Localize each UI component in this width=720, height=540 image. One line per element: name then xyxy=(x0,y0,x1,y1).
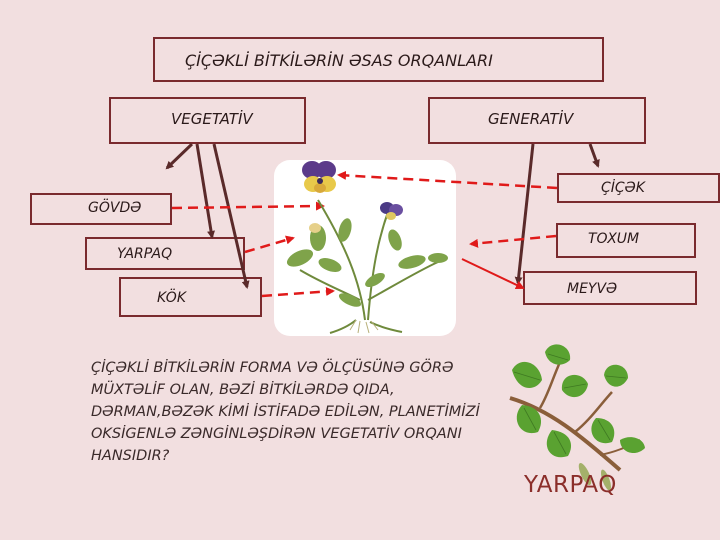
plant-image-panel xyxy=(274,160,456,336)
arrow-veg-to-stem xyxy=(165,142,194,170)
organ-label-root: KÖK xyxy=(157,290,187,306)
organ-label-fruit: MEYVƏ xyxy=(567,281,618,297)
arrow-seed-to-plant xyxy=(469,234,557,248)
arrow-root-to-plant xyxy=(261,287,335,298)
question-text: ÇİÇƏKLİ BİTKİLƏRİN FORMA VƏ ÖLÇÜSÜNƏ GÖR… xyxy=(91,360,480,464)
organ-label-leaf: YARPAQ xyxy=(117,246,173,262)
organ-box-seed: TOXUM xyxy=(556,223,696,258)
organ-label-stem: GÖVDƏ xyxy=(88,200,142,216)
organ-box-leaf: YARPAQ xyxy=(85,237,245,270)
plant-part-arrows xyxy=(171,170,558,298)
organ-label-seed: TOXUM xyxy=(588,231,640,247)
arrow-gen-to-flower xyxy=(588,143,600,168)
vegetative-label: VEGETATİV xyxy=(171,110,253,128)
organ-box-root: KÖK xyxy=(119,277,262,317)
answer-text: YARPAQ xyxy=(524,472,617,498)
arrow-veg-to-root xyxy=(212,143,250,289)
generative-box: GENERATİV xyxy=(428,97,646,144)
vegetative-arrows xyxy=(165,142,250,289)
organ-box-stem: GÖVDƏ xyxy=(30,193,172,225)
generative-label: GENERATİV xyxy=(488,110,574,128)
vegetative-box: VEGETATİV xyxy=(109,97,306,144)
arrow-stem-to-plant xyxy=(171,201,325,211)
generative-arrows xyxy=(514,143,600,285)
birch-branch-illustration xyxy=(509,344,645,491)
arrow-flower-to-plant xyxy=(337,170,558,190)
arrow-gen-to-fruit xyxy=(514,143,535,285)
organ-box-flower: ÇİÇƏK xyxy=(557,173,720,203)
arrow-leaf-to-plant xyxy=(244,235,295,254)
organ-label-flower: ÇİÇƏK xyxy=(601,180,645,196)
title-box: ÇİÇƏKLİ BİTKİLƏRİN ƏSAS ORQANLARI xyxy=(153,37,604,82)
page-title: ÇİÇƏKLİ BİTKİLƏRİN ƏSAS ORQANLARI xyxy=(185,51,493,70)
arrow-fruit-to-plant xyxy=(461,258,525,290)
arrow-veg-to-leaf xyxy=(195,143,215,239)
pansy-plant-illustration xyxy=(286,161,448,334)
